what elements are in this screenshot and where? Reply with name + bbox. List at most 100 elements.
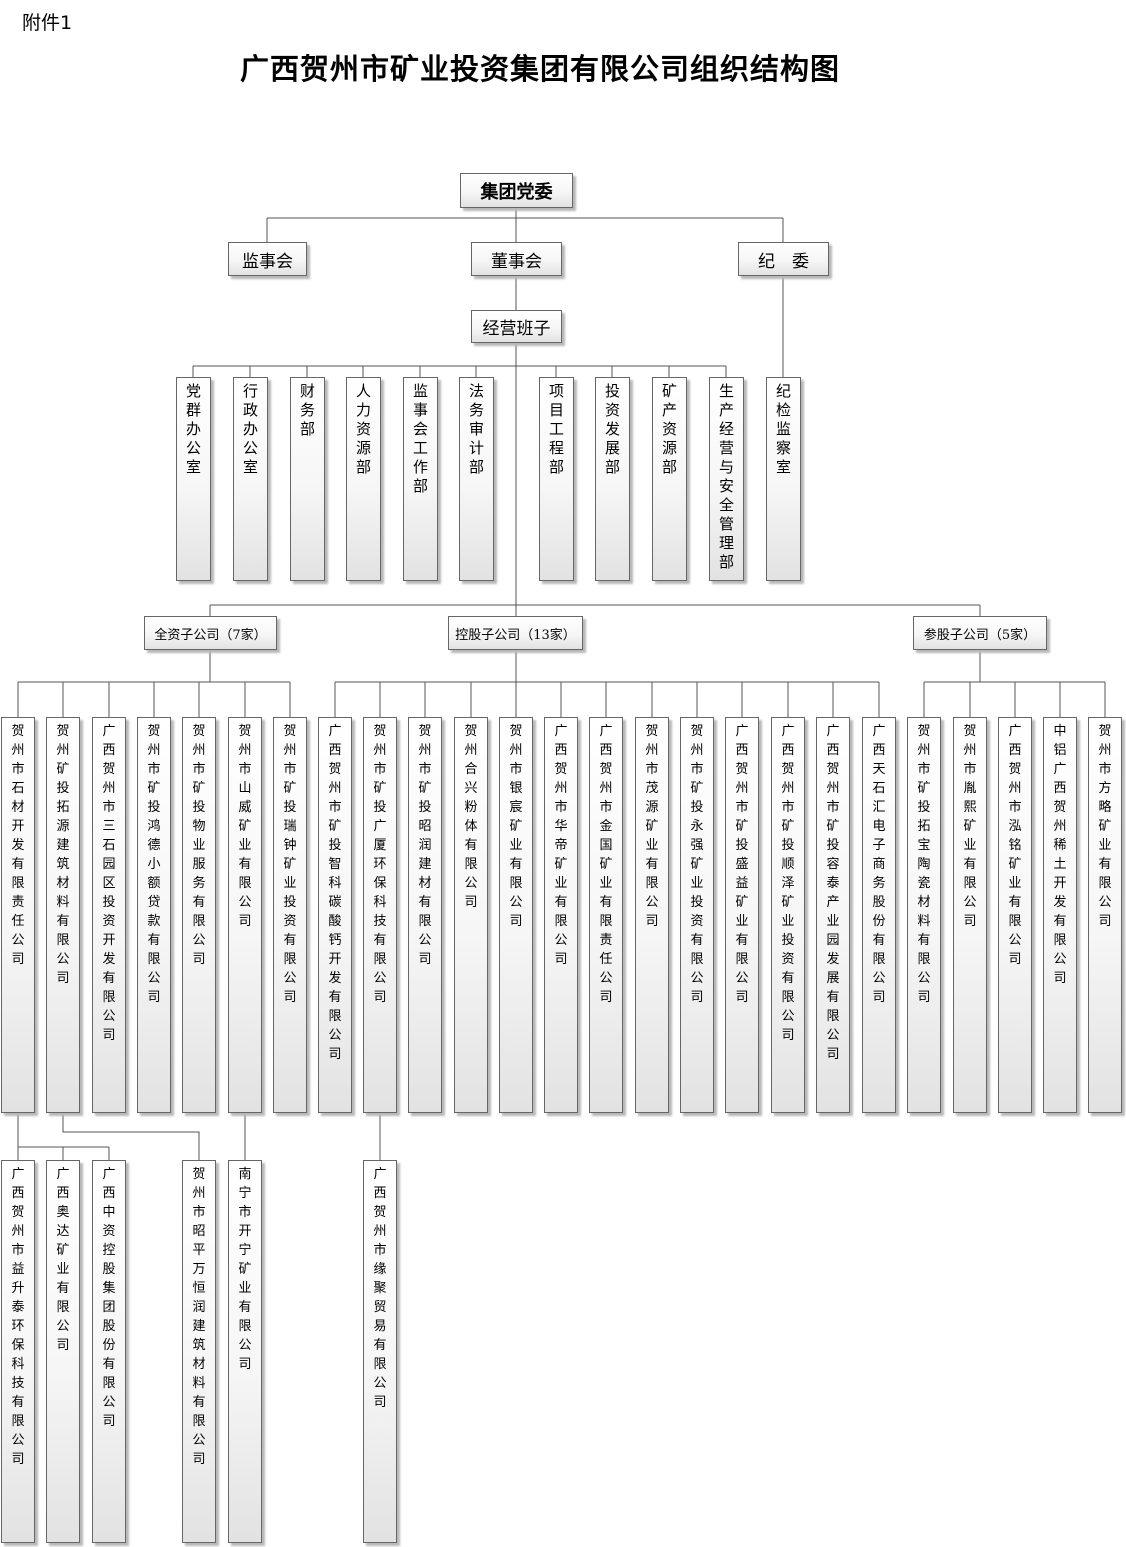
holding-company-box: 贺州合兴粉体有限公司 [454, 717, 488, 1113]
holding-company-box: 贺州市矿投永强矿业投资有限公司 [680, 717, 714, 1113]
dept-box: 行政办公室 [233, 377, 268, 581]
dept-box: 投资发展部 [595, 377, 630, 581]
holding-company-box: 广西贺州市华帝矿业有限公司 [544, 717, 578, 1113]
company-label: 广西贺州市矿投盛益矿业有限公司 [735, 724, 749, 1005]
sub-subsidiary-box: 广西中资控股集团股份有限公司 [92, 1160, 126, 1543]
holding-company-box: 贺州市银宸矿业有限公司 [499, 717, 533, 1113]
page-title: 广西贺州市矿业投资集团有限公司组织结构图 [239, 52, 840, 86]
company-label: 贺州市矿投瑞钟矿业投资有限公司 [283, 724, 297, 1005]
party-committee-box: 集团党委 [460, 173, 573, 208]
company-label: 贺州市矿投物业服务有限公司 [192, 724, 206, 967]
company-label: 广西贺州市金国矿业有限责任公司 [599, 724, 613, 1005]
company-label: 贺州市方略矿业有限公司 [1098, 724, 1112, 929]
dept-box: 监事会工作部 [403, 377, 438, 581]
supervisory-board-label: 监事会 [242, 251, 293, 272]
wholly-owned-company-box: 贺州市矿投物业服务有限公司 [182, 717, 216, 1113]
sub-subsidiary-box: 广西贺州市益升泰环保科技有限公司 [1, 1160, 35, 1543]
participating-group-label: 参股子公司（5家） [923, 627, 1037, 643]
dept-label: 党群办公室 [186, 382, 202, 476]
sub-subsidiary-box: 广西奥达矿业有限公司 [46, 1160, 80, 1543]
dept-box: 财务部 [290, 377, 325, 581]
company-label: 广西贺州市华帝矿业有限公司 [554, 724, 568, 967]
wholly-owned-group-label: 全资子公司（7家） [154, 627, 267, 643]
participating-company-box: 广西贺州市泓铭矿业有限公司 [998, 717, 1032, 1113]
company-label: 贺州市石材开发有限责任公司 [11, 724, 25, 967]
company-label: 贺州市矿投拓宝陶瓷材料有限公司 [917, 724, 931, 1005]
supervisory-board-box: 监事会 [228, 242, 307, 276]
participating-company-box: 贺州市胤熙矿业有限公司 [953, 717, 987, 1113]
company-label: 贺州市矿投昭润建材有限公司 [418, 724, 432, 967]
connector [192, 343, 727, 605]
company-label: 广西贺州市矿投智科碳酸钙开发有限公司 [328, 724, 342, 1062]
company-label: 广西贺州市矿投容泰产业园发展有限公司 [826, 724, 840, 1062]
company-label: 贺州市昭平万恒润建筑材料有限公司 [192, 1167, 206, 1467]
company-label: 贺州市山威矿业有限公司 [238, 724, 252, 929]
dept-label: 生产经营与安全管理部 [719, 382, 735, 571]
holding-company-box: 贺州市茂源矿业有限公司 [635, 717, 669, 1113]
wholly-owned-company-box: 贺州市山威矿业有限公司 [228, 717, 262, 1113]
company-label: 贺州市矿投广厦环保科技有限公司 [373, 724, 387, 1005]
discipline-committee-label: 纪 委 [758, 251, 809, 272]
dept-label: 项目工程部 [549, 382, 565, 476]
participating-company-box: 中铝广西贺州稀土开发有限公司 [1043, 717, 1077, 1113]
dept-box: 党群办公室 [176, 377, 211, 581]
company-label: 贺州市矿投鸿德小额贷款有限公司 [147, 724, 161, 1005]
wholly-owned-group-box: 全资子公司（7家） [144, 616, 277, 650]
dept-label: 法务审计部 [469, 382, 485, 476]
management-team-label: 经营班子 [482, 319, 551, 339]
connector [17, 650, 291, 717]
dept-label: 人力资源部 [356, 382, 372, 476]
discipline-committee-box: 纪 委 [738, 242, 829, 276]
attachment-label: 附件1 [22, 12, 73, 34]
dept-box: 法务审计部 [459, 377, 494, 581]
participating-group-box: 参股子公司（5家） [913, 616, 1047, 650]
connector [923, 650, 1106, 717]
connector [62, 1113, 200, 1160]
dept-box: 项目工程部 [539, 377, 574, 581]
holding-company-box: 广西贺州市金国矿业有限责任公司 [589, 717, 623, 1113]
holding-group-label: 控股子公司（13家） [455, 627, 576, 643]
sub-subsidiary-box: 广西贺州市缘聚贸易有限公司 [363, 1160, 397, 1543]
company-label: 广西贺州市益升泰环保科技有限公司 [11, 1167, 25, 1467]
wholly-owned-company-box: 贺州市矿投鸿德小额贷款有限公司 [137, 717, 171, 1113]
holding-company-box: 广西天石汇电子商务股份有限公司 [862, 717, 896, 1113]
board-of-directors-box: 董事会 [471, 242, 562, 276]
company-label: 广西奥达矿业有限公司 [56, 1167, 70, 1353]
holding-company-box: 广西贺州市矿投盛益矿业有限公司 [725, 717, 759, 1113]
wholly-owned-company-box: 贺州市矿投瑞钟矿业投资有限公司 [273, 717, 307, 1113]
management-team-box: 经营班子 [471, 310, 562, 343]
participating-company-box: 贺州市矿投拓宝陶瓷材料有限公司 [907, 717, 941, 1113]
company-label: 贺州合兴粉体有限公司 [464, 724, 478, 910]
holding-company-box: 贺州市矿投昭润建材有限公司 [408, 717, 442, 1113]
company-label: 南宁市开宁矿业有限公司 [238, 1167, 252, 1372]
company-label: 贺州矿投拓源建筑材料有限公司 [56, 724, 70, 986]
connector [266, 208, 784, 242]
company-label: 贺州市茂源矿业有限公司 [645, 724, 659, 929]
discipline-office-label: 纪检监察室 [776, 382, 792, 476]
company-label: 贺州市银宸矿业有限公司 [509, 724, 523, 929]
holding-group-box: 控股子公司（13家） [448, 616, 583, 650]
connector [209, 604, 981, 616]
holding-company-box: 广西贺州市矿投顺泽矿业投资有限公司 [771, 717, 805, 1113]
wholly-owned-company-box: 广西贺州市三石园区投资开发有限公司 [92, 717, 126, 1113]
party-committee-label: 集团党委 [480, 181, 553, 203]
dept-label: 投资发展部 [605, 382, 621, 476]
connector [334, 650, 880, 717]
holding-company-box: 广西贺州市矿投容泰产业园发展有限公司 [816, 717, 850, 1113]
board-of-directors-label: 董事会 [491, 251, 542, 272]
wholly-owned-company-box: 贺州市石材开发有限责任公司 [1, 717, 35, 1113]
company-label: 贺州市胤熙矿业有限公司 [963, 724, 977, 929]
company-label: 广西贺州市泓铭矿业有限公司 [1008, 724, 1022, 967]
holding-company-box: 贺州市矿投广厦环保科技有限公司 [363, 717, 397, 1113]
dept-box: 生产经营与安全管理部 [709, 377, 744, 581]
sub-subsidiary-box: 贺州市昭平万恒润建筑材料有限公司 [182, 1160, 216, 1543]
dept-label: 监事会工作部 [413, 382, 429, 495]
sub-subsidiary-box: 南宁市开宁矿业有限公司 [228, 1160, 262, 1543]
participating-company-box: 贺州市方略矿业有限公司 [1088, 717, 1122, 1113]
dept-label: 行政办公室 [243, 382, 259, 476]
discipline-office-box: 纪检监察室 [766, 377, 801, 581]
company-label: 贺州市矿投永强矿业投资有限公司 [690, 724, 704, 1005]
company-label: 广西贺州市缘聚贸易有限公司 [373, 1167, 387, 1410]
company-label: 中铝广西贺州稀土开发有限公司 [1053, 724, 1067, 986]
